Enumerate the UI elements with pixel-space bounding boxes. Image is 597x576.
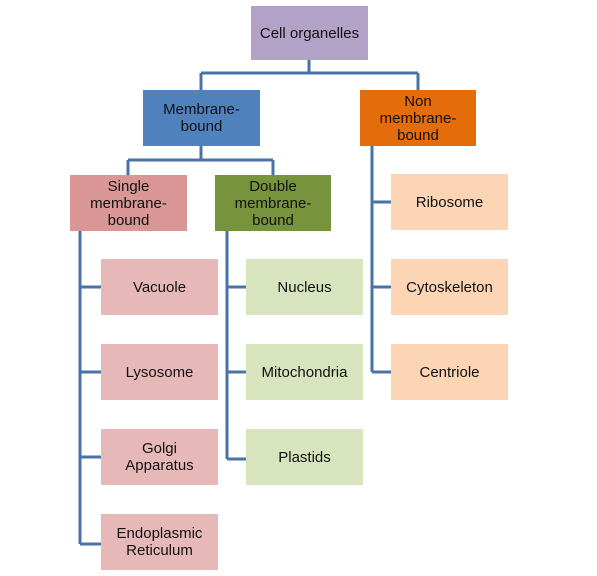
leaf-mitochondria: Mitochondria xyxy=(246,344,363,400)
connector-double xyxy=(225,231,246,461)
leaf-endoplasmic-reticulum: Endoplasmic Reticulum xyxy=(101,514,218,570)
leaf-cytoskeleton: Cytoskeleton xyxy=(391,259,508,315)
leaf-centriole: Centriole xyxy=(391,344,508,400)
connector-single xyxy=(78,231,101,546)
leaf-plastids: Plastids xyxy=(246,429,363,485)
root-node-cell-organelles: Cell organelles xyxy=(251,6,368,60)
leaf-nucleus: Nucleus xyxy=(246,259,363,315)
node-non-membrane-bound: Non membrane- bound xyxy=(360,90,476,146)
node-single-membrane-bound: Single membrane- bound xyxy=(70,175,187,231)
leaf-vacuole: Vacuole xyxy=(101,259,218,315)
connector-membrane-bound xyxy=(126,146,275,175)
connector-non xyxy=(370,146,391,374)
node-membrane-bound: Membrane- bound xyxy=(143,90,260,146)
node-double-membrane-bound: Double membrane- bound xyxy=(215,175,331,231)
leaf-ribosome: Ribosome xyxy=(391,174,508,230)
connector-root xyxy=(199,60,420,90)
leaf-lysosome: Lysosome xyxy=(101,344,218,400)
leaf-golgi-apparatus: Golgi Apparatus xyxy=(101,429,218,485)
